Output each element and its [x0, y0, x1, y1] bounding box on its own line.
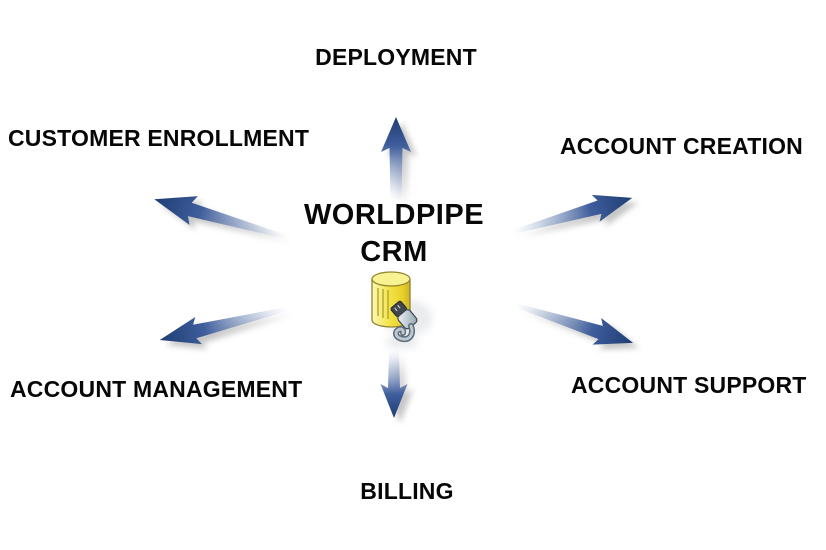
hub-title: WORLDPIPE CRM: [304, 197, 484, 271]
spoke-arrow-up-right: [512, 194, 633, 234]
spoke-arrow-down-left: [159, 307, 288, 345]
spoke-label-account-creation: ACCOUNT CREATION: [560, 133, 803, 159]
spoke-label-billing: BILLING: [360, 478, 454, 504]
spoke-label-account-management: ACCOUNT MANAGEMENT: [10, 376, 303, 402]
spoke-arrow-down-right: [514, 303, 634, 345]
database-connection-icon: [371, 271, 432, 348]
hub-title-line2: CRM: [360, 236, 428, 268]
spoke-label-account-support: ACCOUNT SUPPORT: [571, 372, 807, 398]
spoke-arrow-up: [381, 117, 411, 200]
spoke-arrow-up-left: [154, 196, 287, 239]
spoke-arrow-down: [380, 350, 408, 418]
hub-title-line1: WORLDPIPE: [303, 199, 485, 231]
spoke-label-customer-enrollment: CUSTOMER ENROLLMENT: [8, 125, 310, 151]
spoke-label-deployment: DEPLOYMENT: [315, 44, 477, 70]
